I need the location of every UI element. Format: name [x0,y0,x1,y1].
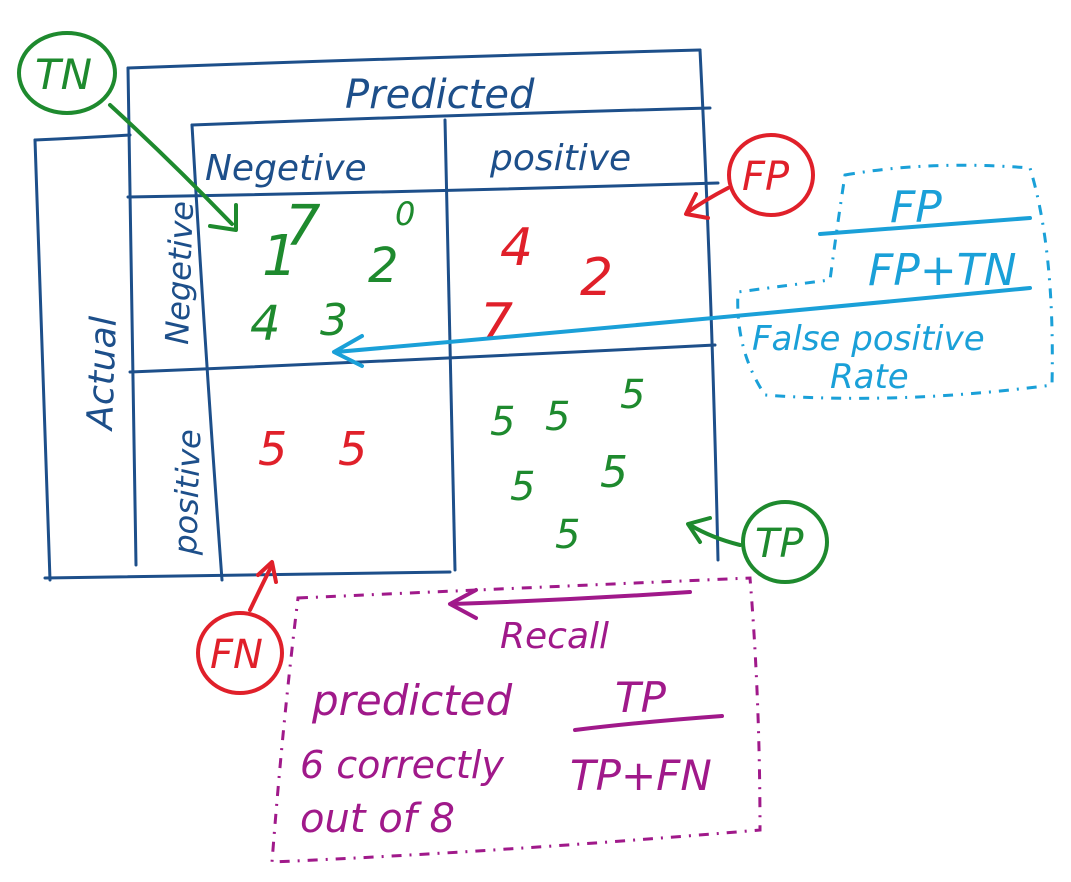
grid-right-line [698,48,720,562]
fn-circle [196,611,284,695]
tp-value: 5 [620,372,645,418]
fp-value: 2 [580,248,613,308]
recall-denominator: TP+FN [570,751,712,800]
recall-title: Recall [500,616,609,657]
tp-value: 5 [490,399,515,445]
fpr-fraction-line [818,216,1032,236]
tn-circle [17,31,117,115]
fn-arrow-head [256,560,278,584]
row-negative-header: Negetive [158,200,201,345]
tn-label-text: TN [35,50,92,99]
fpr-arrow [334,286,1032,354]
tn-value: 4 [250,296,281,352]
tn-label: TN [17,31,238,232]
tp-arrow-head [686,516,712,544]
tn-value: 0 [395,195,415,233]
tp-label: TP [686,500,829,584]
tp-value: 5 [510,464,535,510]
tn-value: 3 [320,295,348,346]
tp-cell: 5 5 5 5 5 5 [490,372,645,558]
tp-label-text: TP [755,521,804,567]
recall-arrow [450,590,692,606]
recall-note-line1: predicted [311,676,512,725]
tn-value: 1 [262,224,298,289]
fp-arrow-head [684,192,710,220]
fn-cell: 5 5 [258,422,367,476]
recall-numerator: TP [615,673,667,722]
fp-value: 7 [480,293,513,353]
tn-arrow [108,103,234,226]
recall-note-line2: 6 correctly [300,743,504,787]
recall-box: Recall predicted 6 correctly out of 8 TP… [270,576,762,864]
tn-value: 2 [368,238,399,294]
grid-bottom-line [43,570,452,580]
col-negative-header: Negetive [205,148,367,189]
grid-header-bottom-line [126,181,720,199]
row-positive-header: positive [166,429,208,557]
predicted-header: Predicted [345,72,535,118]
recall-dashed-border [270,576,762,864]
fn-value: 5 [258,422,287,476]
col-positive-header: positive [489,138,631,179]
fp-circle [727,133,815,217]
tp-value: 5 [545,394,570,440]
fp-arrow [686,186,730,214]
grid-row-label-left-line [126,66,138,567]
recall-arrow-head [448,588,478,620]
tp-arrow [688,523,742,547]
actual-header: Actual [80,316,125,433]
grid-predicted-bottom-line [190,106,712,127]
fn-arrow [248,563,274,612]
fpr-arrow-head [332,334,364,368]
grid-top-line [126,48,702,70]
fp-label-text: FP [742,154,790,200]
fp-label: FP [684,133,815,220]
tp-circle [741,500,829,584]
grid-outer-left-line [33,138,52,582]
tn-arrow-head [208,203,238,232]
fpr-caption-line2: Rate [830,357,909,397]
fn-value: 5 [338,422,367,476]
tp-value: 5 [555,512,580,558]
fpr-dashed-border [736,163,1054,400]
fn-label: FN [196,560,284,695]
grid-middle-horizontal-line [128,343,717,374]
recall-fraction-line [573,714,724,732]
fpr-denominator: FP+TN [868,245,1017,296]
tn-value: 7 [285,194,321,259]
fn-label-text: FN [210,632,263,678]
fp-value: 4 [500,218,533,278]
grid-center-vertical-line [443,118,457,572]
recall-note-line3: out of 8 [300,796,455,842]
fp-cell: 4 2 7 [480,218,613,353]
fpr-caption-line1: False positive [752,319,985,359]
tn-cell: 1 7 2 0 4 3 [250,194,415,352]
grid-top-left-line [33,133,132,142]
tp-value: 5 [600,447,628,498]
fpr-box: FP FP+TN False positive Rate [332,163,1054,400]
